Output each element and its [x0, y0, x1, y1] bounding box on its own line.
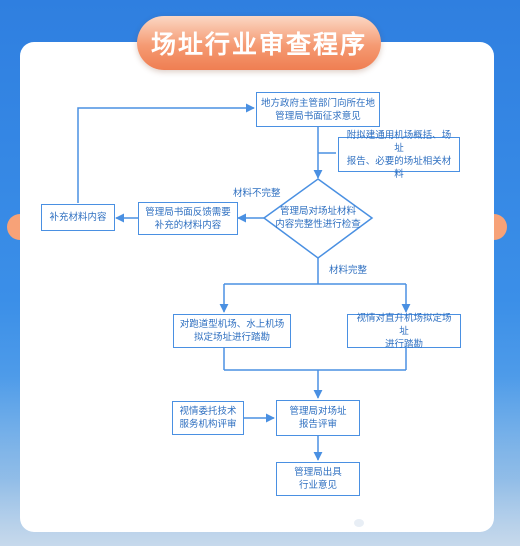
decision-diamond: [262, 178, 374, 259]
node-solicit-opinion: 地方政府主管部门向所在地 管理局书面征求意见: [256, 92, 380, 127]
node-runway-survey: 对跑道型机场、水上机场 拟定场址进行踏勘: [173, 314, 291, 348]
edge-supplement-to-solicit: [77, 103, 255, 203]
node-entrust-review: 视情委托技术 服务机构评审: [172, 401, 244, 435]
node-attach-materials: 附拟建通用机场概括、场址 报告、必要的场址相关材料: [338, 130, 460, 180]
wechat-icon: [346, 513, 366, 529]
node-supplement-materials: 补充材料内容: [41, 204, 115, 231]
watermark: 公众号 · 通航圈: [346, 510, 462, 532]
page-title: 场址行业审查程序: [137, 16, 381, 70]
node-heliport-survey: 视情对直升机场拟定场址 进行踏勘: [347, 313, 461, 350]
edge-label-complete: 材料完整: [329, 265, 368, 276]
watermark-text: 公众号 · 通航圈: [372, 515, 463, 531]
node-completeness-check: 管理局对场址材料 内容完整性进行检查: [275, 206, 361, 230]
node-issue-opinion: 管理局出具 行业意见: [276, 462, 360, 496]
node-report-review: 管理局对场址 报告评审: [276, 400, 360, 436]
node-feedback-supplement: 管理局书面反馈需要 补充的材料内容: [138, 202, 238, 235]
edge-label-incomplete: 材料不完整: [233, 188, 281, 199]
